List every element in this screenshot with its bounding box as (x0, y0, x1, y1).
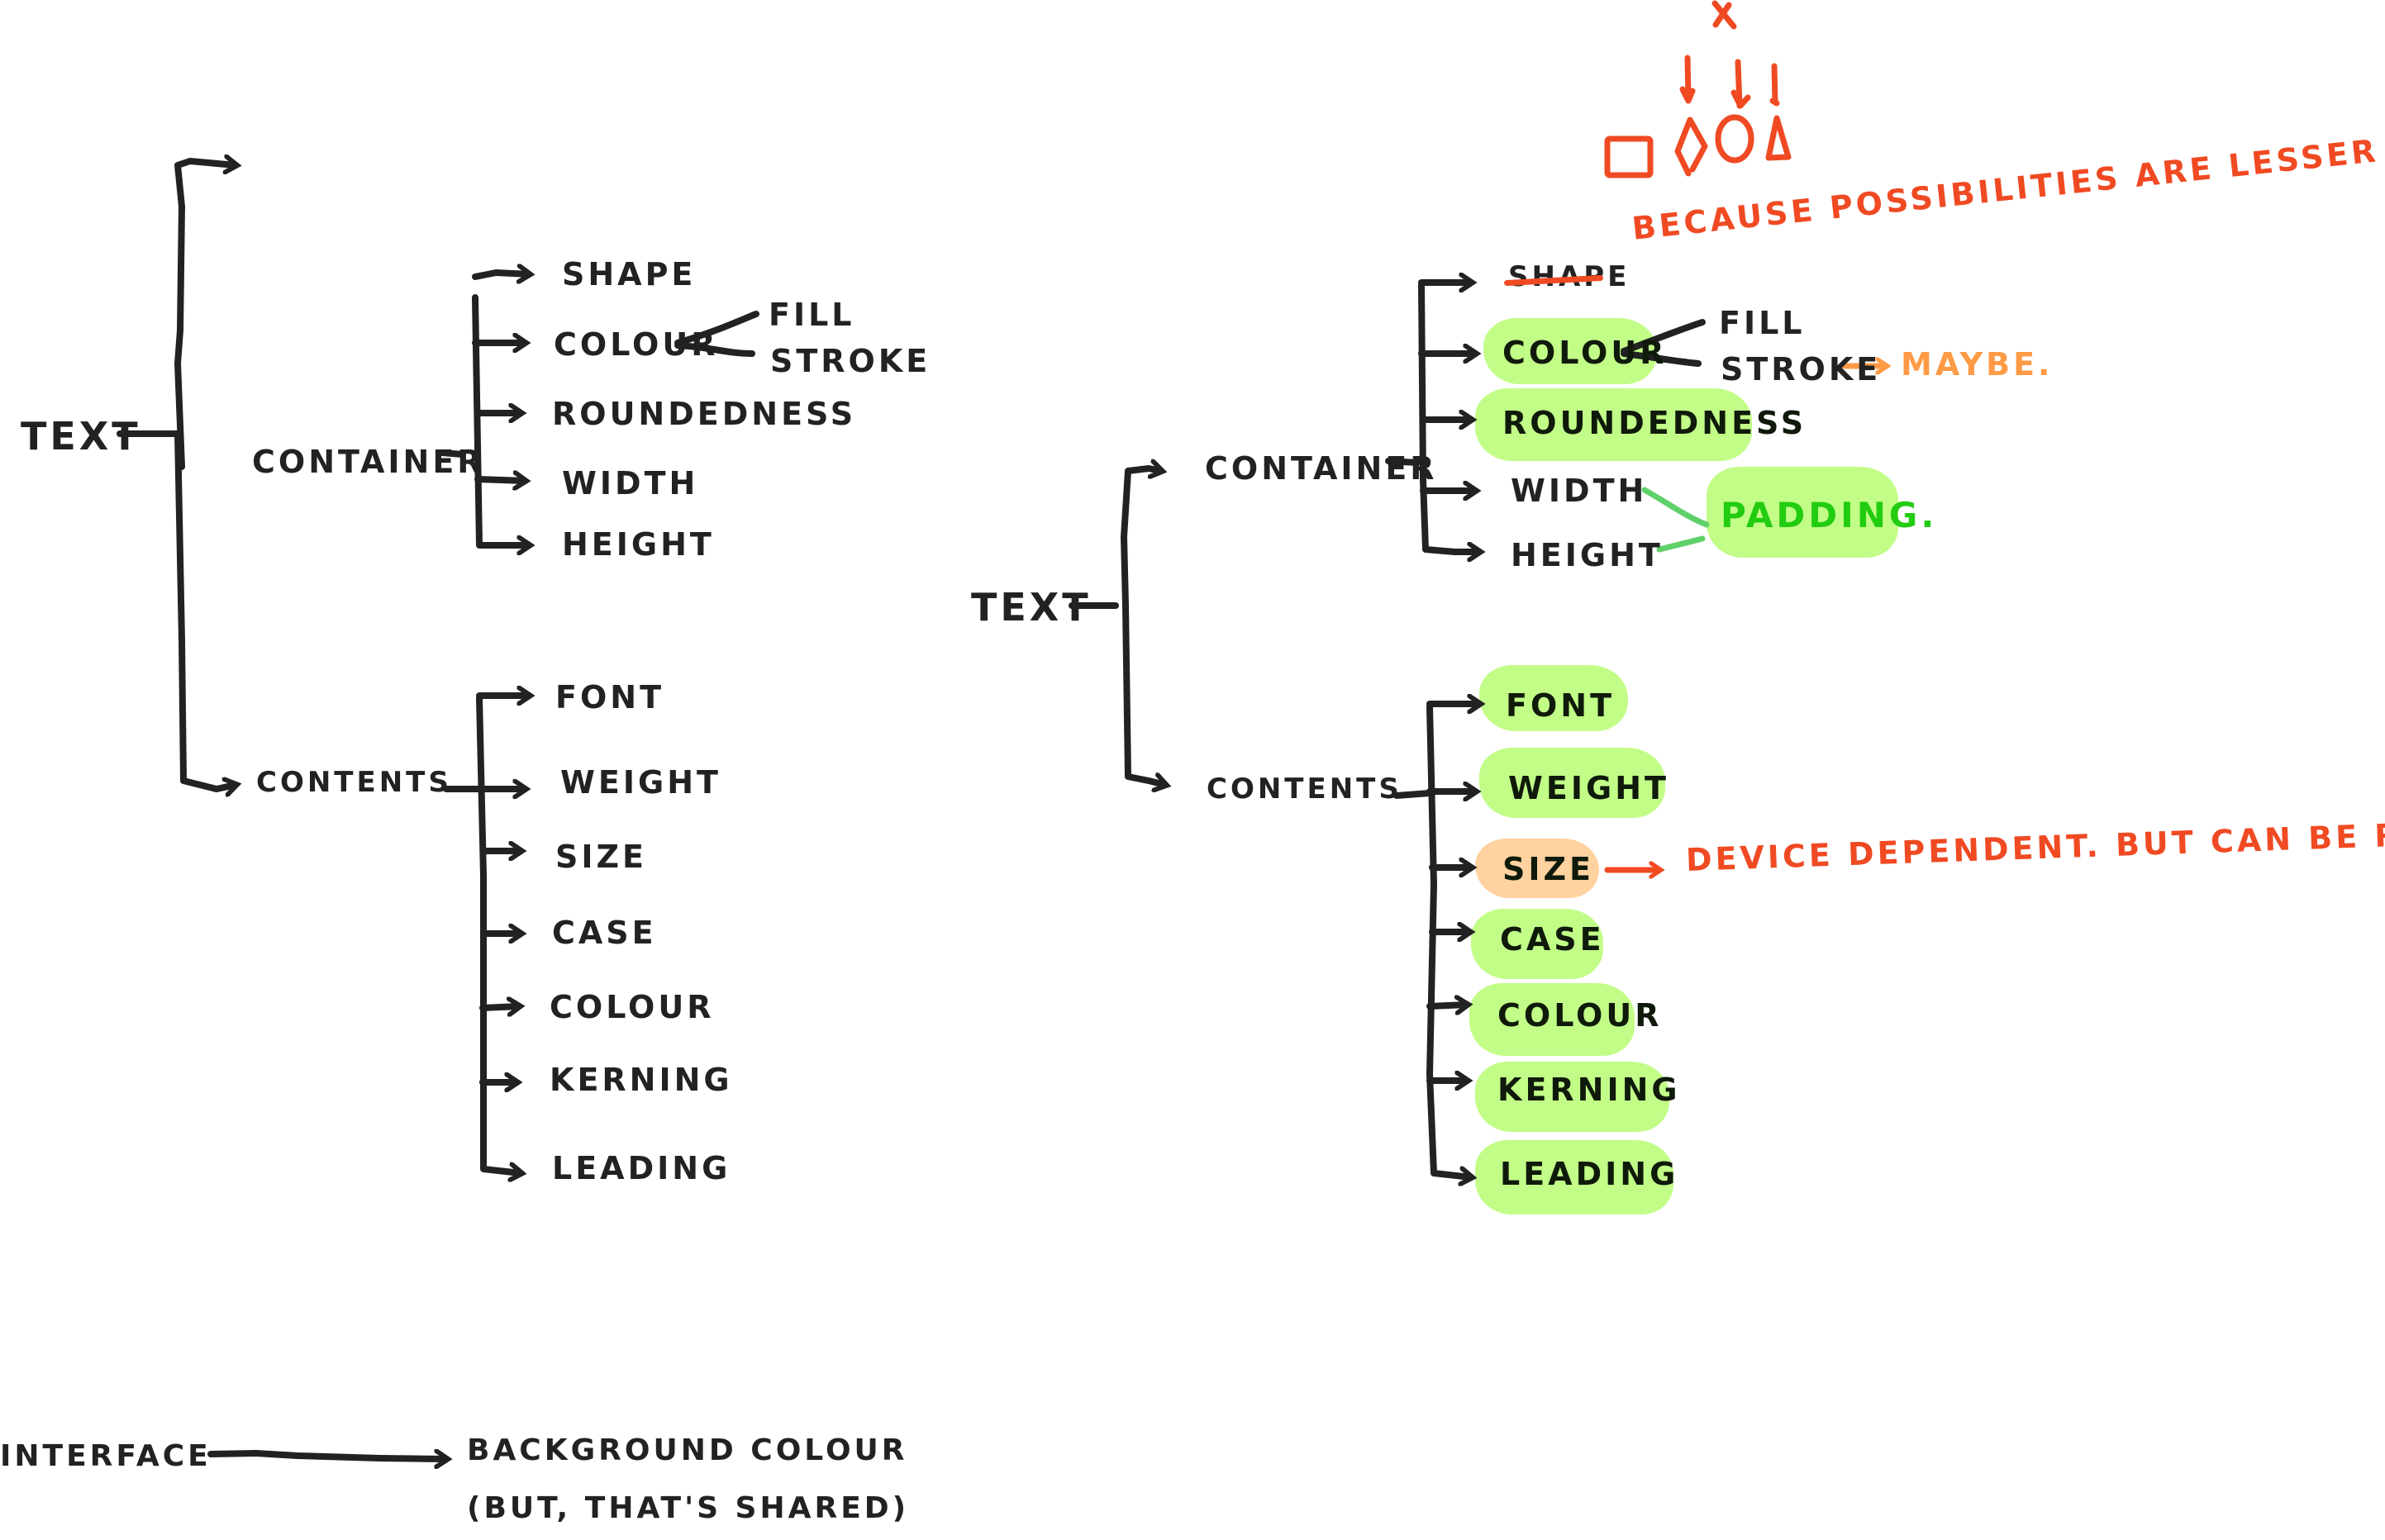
right-colour-fill: FILL (1719, 305, 1806, 341)
left-contents-item-case: CASE (552, 915, 657, 951)
right-tree-connectors (1069, 282, 1706, 1177)
left-colour-fork (674, 311, 759, 357)
triangle-shape-icon (1765, 115, 1792, 161)
right-contents-item-font: FONT (1506, 687, 1615, 724)
x-mark-icon (1711, 0, 1737, 30)
arrow-down-triangle-icon (1769, 63, 1780, 107)
highlight-weight (1479, 748, 1665, 818)
left-root-bracket (174, 161, 236, 470)
interface-label: INTERFACE (0, 1439, 212, 1473)
right-container-item-roundedness: ROUNDEDNESS (1502, 405, 1807, 441)
right-contents-bracket (1426, 703, 1471, 1177)
left-root-bracket-lower (162, 430, 236, 789)
left-contents-item-size: SIZE (555, 839, 648, 875)
highlight-size (1475, 839, 1599, 898)
left-branch-width (474, 479, 525, 481)
right-root-bracket-lower (1122, 602, 1165, 785)
highlight-leading (1475, 1140, 1673, 1214)
right-branch-colour-contents (1426, 1005, 1467, 1006)
right-root-label: TEXT (971, 585, 1092, 630)
highlight-roundedness (1475, 388, 1752, 461)
left-colour-stroke: STROKE (770, 343, 931, 379)
right-root-bracket (1121, 468, 1161, 609)
left-container-item-shape: SHAPE (562, 256, 697, 292)
left-root-label: TEXT (21, 414, 141, 459)
left-container-item-colour: COLOUR (554, 326, 719, 363)
left-colour-fill: FILL (769, 297, 855, 333)
highlight-kerning (1475, 1062, 1669, 1132)
left-container-item-width: WIDTH (562, 465, 699, 501)
padding-note: PADDING. (1721, 495, 1938, 535)
shape-options (1604, 0, 1792, 178)
left-branch-shape (472, 273, 529, 277)
interface-target-line2: (BUT, THAT'S SHARED) (467, 1491, 910, 1525)
left-contents-item-colour: COLOUR (550, 989, 715, 1025)
left-contents-item-kerning: KERNING (550, 1062, 733, 1098)
left-contents-item-font: FONT (555, 679, 664, 715)
right-contents-item-size: SIZE (1502, 851, 1595, 887)
left-contents-label: CONTENTS (256, 766, 452, 799)
right-colour-fork (1621, 319, 1706, 367)
diamond-shape-icon (1674, 116, 1708, 177)
right-container-item-colour: COLOUR (1502, 335, 1668, 371)
right-contents-item-leading: LEADING (1500, 1156, 1679, 1192)
left-tree-connectors (117, 161, 759, 1173)
highlight-case (1471, 909, 1603, 979)
left-container-stem (439, 449, 466, 458)
left-contents-item-leading: LEADING (552, 1150, 731, 1186)
arrow-down-diamond-icon (1679, 55, 1696, 104)
height-to-padding-line (1656, 535, 1706, 553)
rectangle-shape-icon (1604, 135, 1654, 178)
arrow-down-circle-icon (1730, 59, 1751, 109)
highlight-colour-contents (1469, 983, 1635, 1056)
left-container-item-roundedness: ROUNDEDNESS (552, 396, 857, 432)
left-container-bracket (472, 294, 529, 545)
interface-target-line1: BACKGROUND COLOUR (467, 1433, 908, 1467)
stroke-maybe-note: MAYBE. (1901, 346, 2054, 383)
highlight-font (1479, 665, 1628, 731)
right-contents-item-case: CASE (1500, 921, 1605, 958)
right-contents-item-kerning: KERNING (1497, 1072, 1681, 1108)
left-container-item-height: HEIGHT (562, 526, 715, 563)
left-branch-colour-contents (479, 1006, 519, 1008)
circle-shape-icon (1715, 114, 1754, 164)
right-contents-item-weight: WEIGHT (1508, 770, 1669, 806)
right-contents-item-colour: COLOUR (1497, 997, 1663, 1034)
right-container-item-width: WIDTH (1511, 473, 1648, 509)
right-contents-label: CONTENTS (1207, 772, 1402, 806)
right-container-stem (1385, 458, 1421, 466)
left-container-label: CONTAINER (252, 444, 485, 480)
right-container-bracket (1418, 282, 1479, 552)
right-contents-stem (1393, 790, 1433, 799)
right-colour-stroke: STROKE (1721, 351, 1882, 387)
highlight-padding (1707, 467, 1898, 558)
left-contents-item-weight: WEIGHT (560, 764, 721, 801)
right-container-item-height: HEIGHT (1511, 537, 1664, 573)
right-container-label: CONTAINER (1205, 450, 1438, 487)
width-to-padding-line (1641, 487, 1710, 528)
interface-arrow (207, 1453, 446, 1459)
